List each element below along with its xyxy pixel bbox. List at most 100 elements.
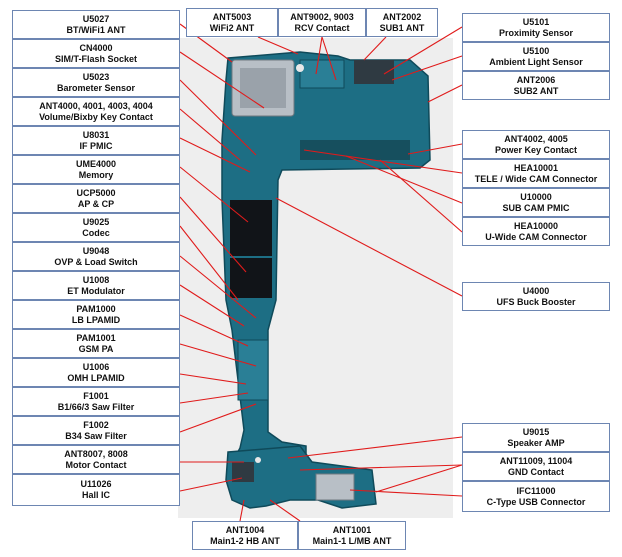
- label-part: U9025: [82, 216, 110, 227]
- label-u9048: U9048 OVP & Load Switch: [12, 242, 180, 271]
- label-ant9002: ANT9002, 9003 RCV Contact: [278, 8, 366, 37]
- label-desc: GSM PA: [78, 343, 114, 354]
- label-desc: Volume/Bixby Key Contact: [39, 111, 153, 122]
- label-ant2002: ANT2002 SUB1 ANT: [366, 8, 438, 37]
- label-ant5003: ANT5003 WiFi2 ANT: [186, 8, 278, 37]
- label-part: U11026: [80, 479, 112, 489]
- sim-socket-inner: [240, 68, 286, 108]
- label-part: IFC11000: [516, 485, 556, 496]
- label-part: U5100: [522, 45, 550, 56]
- label-desc: IF PMIC: [79, 140, 113, 151]
- label-desc: WiFi2 ANT: [209, 22, 255, 33]
- label-desc: SUB CAM PMIC: [502, 202, 570, 213]
- pcb-upper-section: [221, 51, 431, 493]
- screw-hole-1: [296, 64, 304, 72]
- label-desc: UFS Buck Booster: [496, 296, 576, 307]
- label-part: U10000: [520, 191, 552, 202]
- leader-u5100: [391, 55, 463, 81]
- label-part: ANT4002, 4005: [504, 133, 568, 144]
- label-desc: SUB2 ANT: [513, 85, 559, 96]
- leader-ant9002-b: [321, 36, 337, 81]
- label-part: ANT9002, 9003: [290, 11, 354, 22]
- label-part: ANT1001: [332, 524, 372, 535]
- label-ume4000: UME4000 Memory: [12, 155, 180, 184]
- leader-ant1001: [269, 499, 301, 522]
- label-desc: B1/66/3 Saw Filter: [57, 401, 135, 412]
- label-part: U8031: [82, 129, 110, 140]
- label-u5023: U5023 Barometer Sensor: [12, 68, 180, 97]
- leader-u10000: [345, 155, 463, 204]
- label-desc: Codec: [82, 227, 110, 238]
- label-part: ANT1004: [225, 524, 265, 535]
- leader-hea10001: [303, 149, 463, 174]
- label-u4000: U4000 UFS Buck Booster: [462, 282, 610, 311]
- leader-u9025: [179, 225, 239, 301]
- label-part: U9048: [82, 245, 110, 256]
- label-part: UCP5000: [76, 187, 116, 198]
- leader-ifc11000: [349, 489, 463, 497]
- leader-hea10000: [379, 159, 463, 233]
- leader-f1001: [179, 392, 249, 404]
- label-desc: Main1-1 L/MB ANT: [312, 535, 392, 546]
- leader-ant11009-a: [299, 464, 463, 471]
- label-desc: OMH LPAMID: [67, 372, 125, 383]
- label-pam1000: PAM1000 LB LPAMID: [12, 300, 180, 329]
- leader-u4000: [275, 197, 463, 297]
- label-ucp5000: UCP5000 AP & CP: [12, 184, 180, 213]
- label-ant1004: ANT1004 Main1-2 HB ANT: [192, 521, 298, 550]
- label-desc: BT/WiFi1 ANT: [66, 24, 126, 35]
- label-part: F1001: [83, 390, 109, 401]
- label-desc: Ambient Light Sensor: [489, 56, 583, 67]
- label-u1006: U1006 OMH LPAMID: [12, 358, 180, 387]
- label-desc: LB LPAMID: [71, 314, 121, 325]
- label-f1001: F1001 B1/66/3 Saw Filter: [12, 387, 180, 416]
- label-u1008: U1008 ET Modulator: [12, 271, 180, 300]
- leader-u11026: [179, 477, 243, 492]
- label-ant11009: ANT11009, 11004 GND Contact: [462, 452, 610, 481]
- leader-pam1001: [179, 343, 257, 367]
- leader-u1008: [179, 284, 245, 327]
- leader-ume4000: [179, 166, 249, 223]
- label-part: U1006: [82, 361, 110, 372]
- label-part: F1002: [83, 419, 109, 430]
- label-desc: Main1-2 HB ANT: [210, 535, 280, 546]
- leader-ant4002: [407, 143, 463, 155]
- label-part: PAM1001: [76, 332, 116, 343]
- camera-connector-area: [300, 140, 410, 160]
- leader-ant9002-a: [315, 36, 323, 75]
- label-u5100: U5100 Ambient Light Sensor: [462, 42, 610, 71]
- leader-u1006: [179, 373, 247, 385]
- label-part: ANT2006: [516, 74, 556, 85]
- label-part: ANT11009, 11004: [499, 455, 573, 466]
- leader-ant4000: [179, 108, 241, 161]
- label-part: CN4000: [79, 42, 113, 53]
- label-part: U5101: [522, 16, 550, 27]
- leader-u8031: [179, 137, 251, 173]
- label-hea10000: HEA10000 U-Wide CAM Connector: [462, 217, 610, 246]
- label-part: ANT2002: [382, 11, 422, 22]
- label-part: ANT8007, 8008: [64, 448, 128, 459]
- leader-u9048: [179, 255, 257, 319]
- label-desc: SIM/T-Flash Socket: [54, 53, 138, 64]
- label-part: ANT4000, 4001, 4003, 4004: [39, 100, 153, 111]
- label-ant8007: ANT8007, 8008 Motor Contact: [12, 445, 180, 474]
- label-part: U1008: [82, 274, 110, 285]
- label-desc: C-Type USB Connector: [486, 496, 586, 507]
- usb-connector: [315, 473, 355, 501]
- label-part: PAM1000: [76, 303, 116, 314]
- label-part: HEA10001: [513, 162, 559, 173]
- leader-cn4000: [179, 51, 265, 109]
- leader-u5023: [179, 79, 257, 156]
- label-u5027: U5027 BT/WiFi1 ANT: [12, 10, 180, 39]
- label-desc: RCV Contact: [294, 22, 350, 33]
- leader-ucp5000: [179, 196, 247, 273]
- label-cn4000: CN4000 SIM/T-Flash Socket: [12, 39, 180, 68]
- label-u5101: U5101 Proximity Sensor: [462, 13, 610, 42]
- label-desc: TELE / Wide CAM Connector: [474, 173, 598, 184]
- label-ant2006: ANT2006 SUB2 ANT: [462, 71, 610, 100]
- label-part: ANT5003: [212, 11, 252, 22]
- screw-hole-2: [255, 457, 261, 463]
- label-ant4002: ANT4002, 4005 Power Key Contact: [462, 130, 610, 159]
- leader-u5101: [383, 26, 463, 75]
